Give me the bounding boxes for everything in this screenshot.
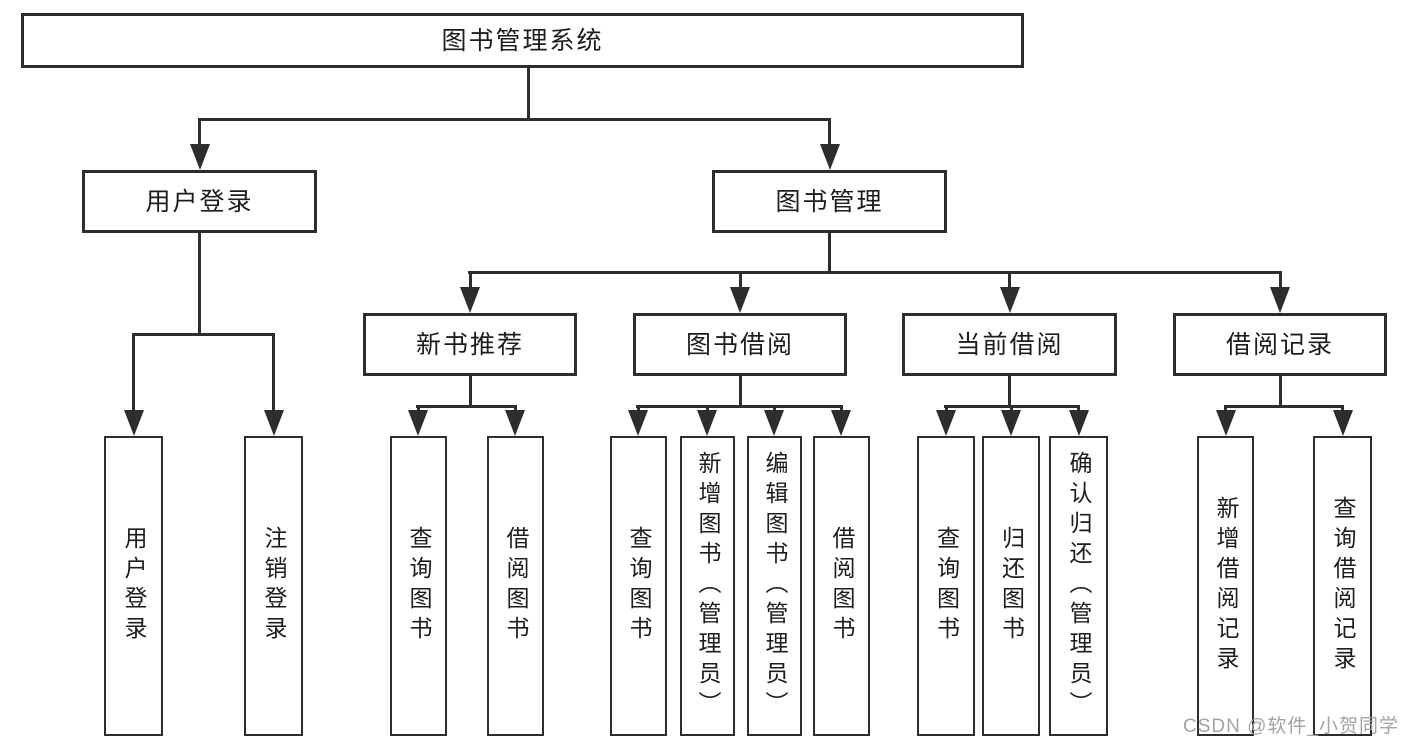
leaf-logout-label: 注销登录: [261, 526, 287, 646]
node-current-borrow: 当前借阅: [902, 313, 1117, 376]
connector-arrow-stem: [132, 333, 135, 415]
node-new-books-label: 新书推荐: [415, 330, 524, 359]
connector-arrow-stem: [1278, 271, 1282, 293]
leaf-borrow-borrow: 借阅图书: [813, 436, 870, 736]
arrowhead-down-icon: [123, 410, 144, 436]
node-new-books: 新书推荐: [363, 313, 577, 376]
arrowhead-down-icon: [1332, 410, 1353, 436]
arrowhead-down-icon: [819, 144, 840, 170]
connector-arrow-stem: [468, 271, 472, 293]
arrowhead-down-icon: [505, 410, 525, 436]
arrowhead-down-icon: [999, 287, 1020, 313]
arrowhead-down-icon: [460, 287, 480, 313]
leaf-newbooks-borrow-label: 借阅图书: [503, 526, 529, 646]
node-borrow-records: 借阅记录: [1173, 313, 1387, 376]
leaf-user-login-label: 用户登录: [121, 526, 147, 646]
watermark: CSDN @软件_小贺同学: [1183, 716, 1399, 737]
leaf-records-add-label: 新增借阅记录: [1213, 496, 1239, 676]
leaf-newbooks-query: 查询图书: [390, 436, 447, 736]
arrowhead-down-icon: [730, 287, 750, 313]
connector-vline: [828, 231, 831, 274]
arrowhead-down-icon: [1068, 410, 1089, 436]
leaf-logout: 注销登录: [244, 436, 303, 736]
leaf-borrow-add: 新增图书（管理员）: [680, 436, 735, 736]
connector-hline: [468, 270, 1281, 274]
connector-vline: [1278, 374, 1282, 408]
connector-arrow-stem: [198, 118, 201, 148]
arrowhead-down-icon: [764, 410, 784, 436]
leaf-newbooks-borrow: 借阅图书: [487, 436, 544, 736]
leaf-current-confirm-label: 确认归还（管理员）: [1066, 451, 1092, 721]
connector-arrow-stem: [828, 118, 831, 148]
leaf-records-query-label: 查询借阅记录: [1330, 496, 1356, 676]
node-borrow-records-label: 借阅记录: [1225, 330, 1334, 359]
connector-hline: [198, 117, 831, 121]
leaf-borrow-query-label: 查询图书: [626, 526, 652, 646]
connector-vline: [198, 231, 201, 336]
node-user-login: 用户登录: [82, 170, 317, 233]
leaf-user-login: 用户登录: [104, 436, 163, 736]
node-root-label: 图书管理系统: [441, 26, 604, 55]
arrowhead-down-icon: [408, 410, 428, 436]
leaf-records-query: 查询借阅记录: [1313, 436, 1372, 736]
leaf-borrow-edit-label: 编辑图书（管理员）: [762, 451, 788, 721]
leaf-current-query: 查询图书: [917, 436, 975, 736]
connector-vline: [1008, 374, 1011, 408]
leaf-newbooks-query-label: 查询图书: [406, 526, 432, 646]
node-book-mgmt-label: 图书管理: [775, 187, 884, 216]
node-book-borrow-label: 图书借阅: [685, 330, 794, 359]
connector-hline: [132, 332, 275, 336]
connector-vline: [526, 66, 530, 121]
arrowhead-down-icon: [628, 410, 648, 436]
leaf-borrow-add-label: 新增图书（管理员）: [695, 451, 721, 721]
leaf-current-return-label: 归还图书: [998, 526, 1025, 646]
connector-arrow-stem: [272, 333, 275, 415]
leaf-borrow-borrow-label: 借阅图书: [829, 526, 855, 646]
arrowhead-down-icon: [1270, 287, 1290, 313]
arrowhead-down-icon: [697, 410, 717, 436]
arrowhead-down-icon: [1215, 410, 1236, 436]
connector-vline: [468, 374, 472, 408]
arrowhead-down-icon: [263, 410, 284, 436]
connector-hline: [416, 404, 517, 408]
leaf-records-add: 新增借阅记录: [1197, 436, 1254, 736]
leaf-current-return: 归还图书: [982, 436, 1040, 736]
node-root: 图书管理系统: [21, 13, 1024, 68]
connector-vline: [738, 374, 742, 408]
node-book-borrow: 图书借阅: [633, 313, 847, 376]
arrowhead-down-icon: [189, 144, 210, 170]
connector-arrow-stem: [1008, 271, 1011, 293]
arrowhead-down-icon: [1001, 410, 1021, 436]
connector-hline: [1224, 404, 1344, 408]
node-user-login-label: 用户登录: [145, 187, 254, 216]
arrowhead-down-icon: [831, 410, 851, 436]
arrowhead-down-icon: [936, 410, 956, 436]
connector-arrow-stem: [738, 271, 742, 293]
node-current-borrow-label: 当前借阅: [955, 330, 1064, 359]
connector-hline: [636, 404, 843, 408]
leaf-borrow-query: 查询图书: [610, 436, 667, 736]
node-book-mgmt: 图书管理: [712, 170, 947, 233]
leaf-current-query-label: 查询图书: [933, 526, 960, 646]
leaf-borrow-edit: 编辑图书（管理员）: [747, 436, 802, 736]
leaf-current-confirm: 确认归还（管理员）: [1049, 436, 1108, 736]
